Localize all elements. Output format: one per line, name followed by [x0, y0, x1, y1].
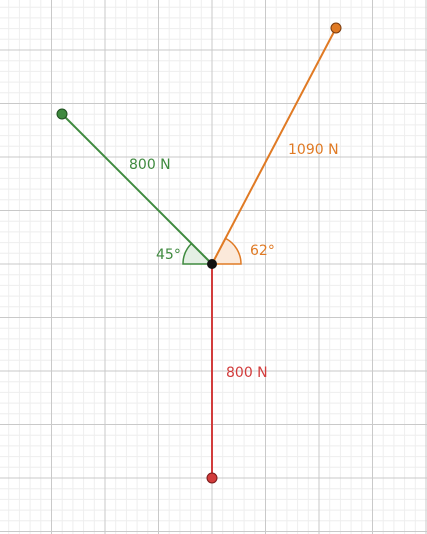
origin-point[interactable]: [207, 259, 217, 269]
orange-endpoint[interactable]: [330, 22, 342, 34]
orange-angle-label: 62°: [250, 243, 275, 259]
orange-force-line: [211, 27, 337, 265]
orange-force-label: 1090 N: [288, 142, 339, 158]
green-force-label: 800 N: [129, 157, 171, 173]
green-force-line: [61, 113, 213, 265]
green-endpoint[interactable]: [56, 108, 68, 120]
red-force-label: 800 N: [226, 365, 268, 381]
red-endpoint[interactable]: [206, 472, 218, 484]
green-angle-label: 45°: [156, 247, 181, 263]
